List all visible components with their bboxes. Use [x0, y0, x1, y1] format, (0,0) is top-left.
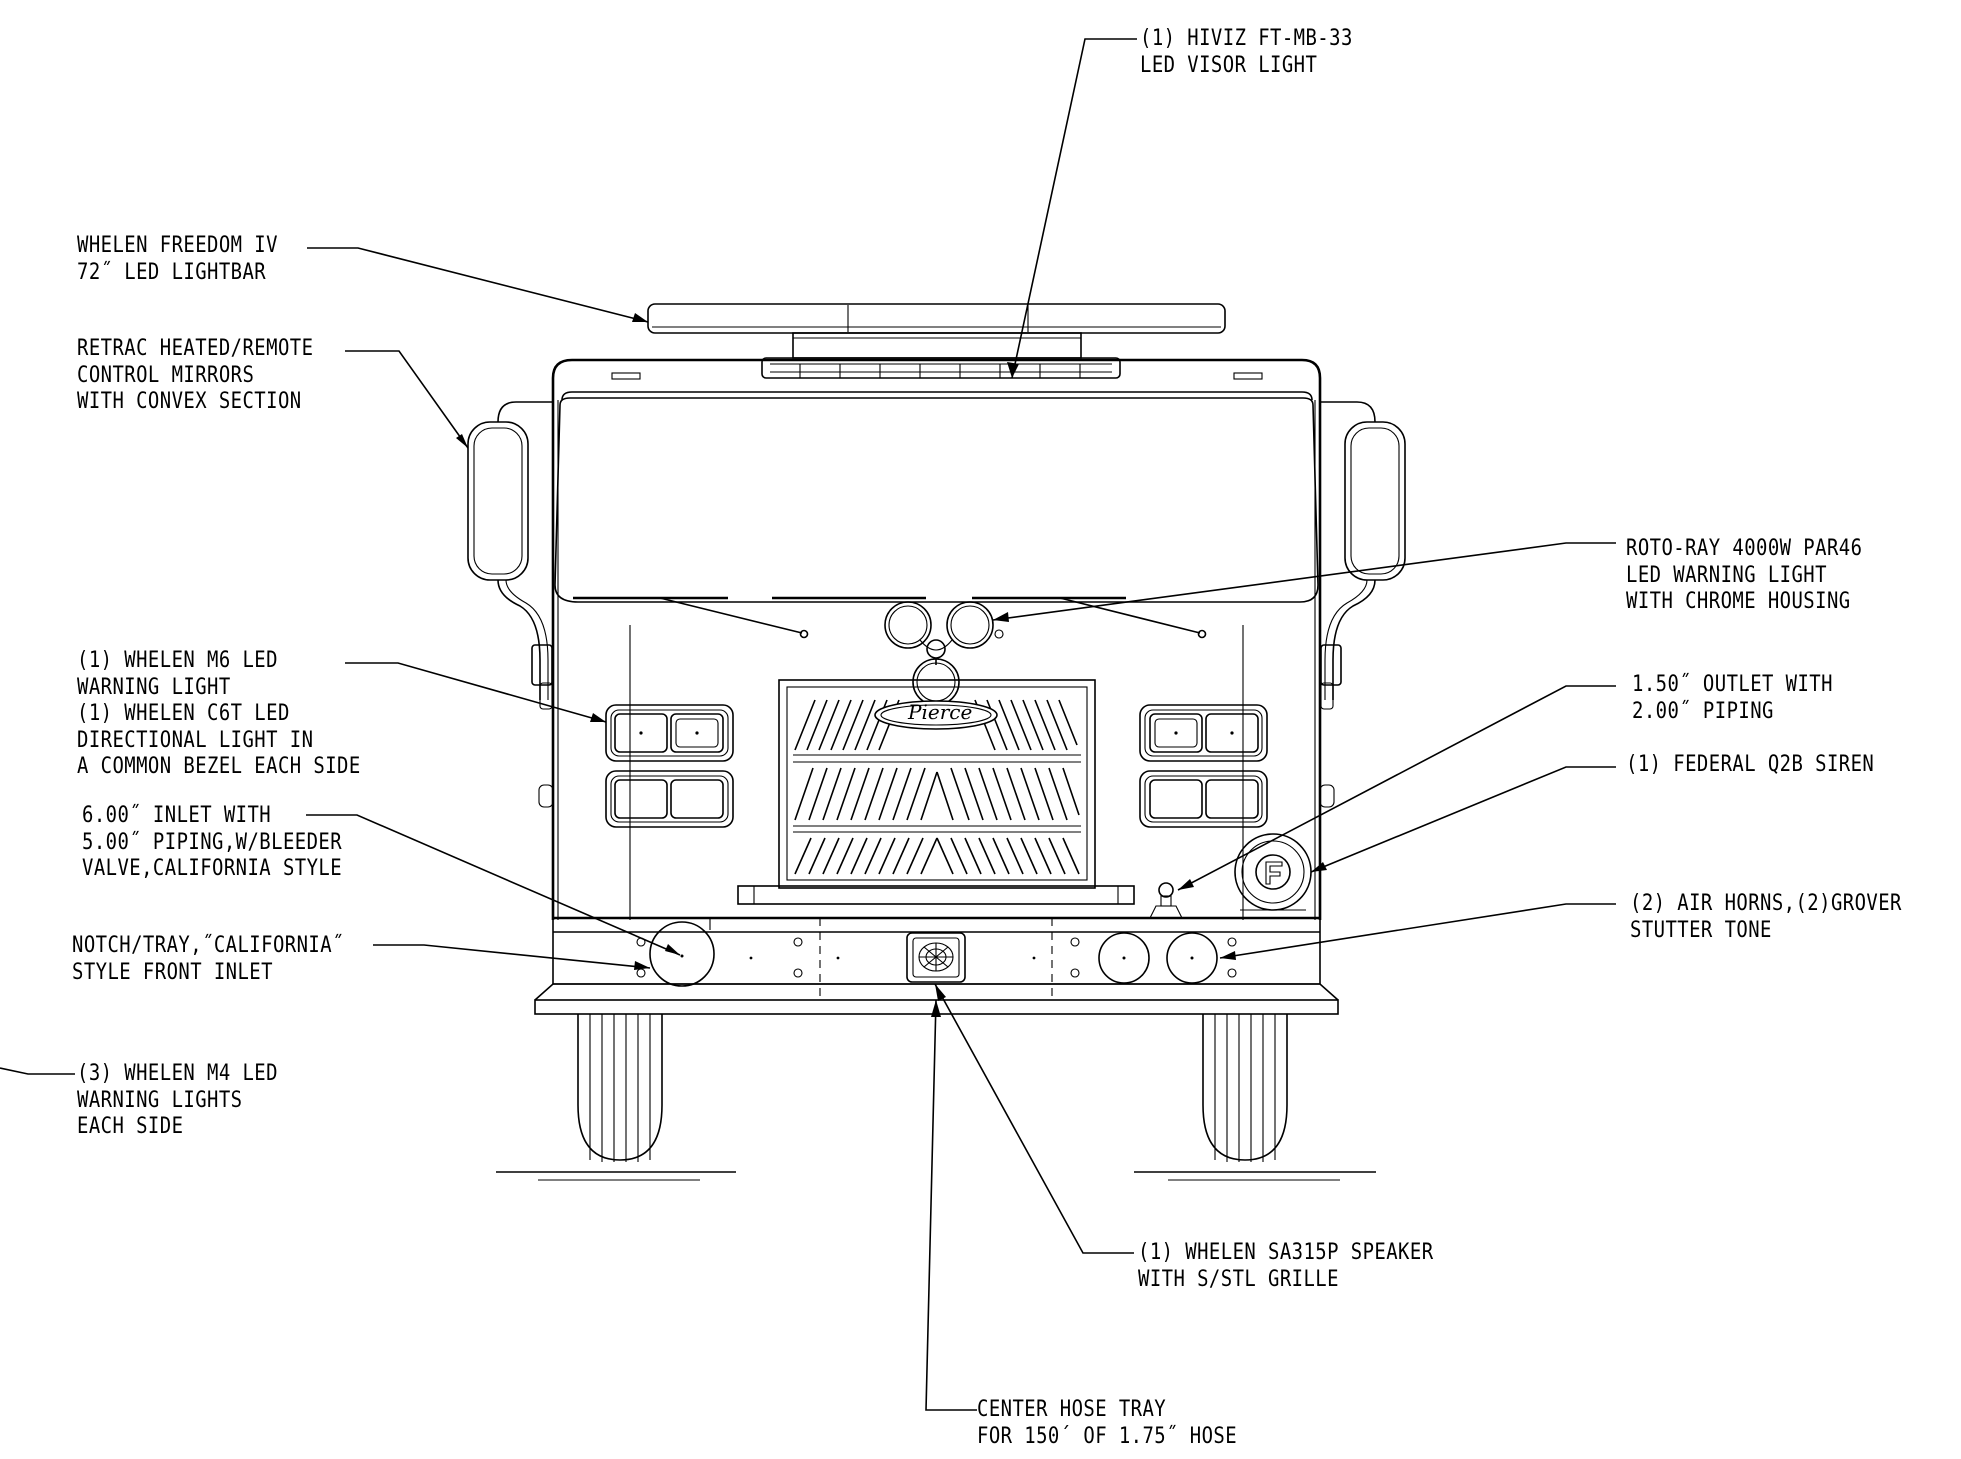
left-tire — [496, 1014, 736, 1181]
right-tire — [1134, 1014, 1376, 1181]
callout-mirrors: RETRAC HEATED/REMOTE CONTROL MIRRORS WIT… — [77, 336, 314, 414]
leader-inlet — [306, 814, 681, 956]
leader-air-horns — [1219, 903, 1616, 959]
callout-air-horns: (2) AIR HORNS,(2)GROVER STUTTER TONE — [1630, 891, 1902, 943]
callout-roto-ray: ROTO-RAY 4000W PAR46 LED WARNING LIGHT W… — [1626, 536, 1863, 614]
leader-notch-tray — [373, 944, 651, 969]
front-inlet — [649, 917, 715, 987]
callout-siren: (1) FEDERAL Q2B SIREN — [1626, 752, 1875, 777]
callout-visor-light: (1) HIVIZ FT-MB-33 LED VISOR LIGHT — [1140, 26, 1353, 78]
leader-mirrors — [345, 350, 469, 449]
speaker — [906, 932, 966, 983]
right-lower-bezel — [1139, 770, 1268, 828]
callout-inlet: 6.00˝ INLET WITH 5.00˝ PIPING,W/BLEEDER … — [82, 803, 343, 881]
callout-hose-tray: CENTER HOSE TRAY FOR 150´ OF 1.75˝ HOSE — [977, 1397, 1238, 1449]
callout-speaker: (1) WHELEN SA315P SPEAKER WITH S/STL GRI… — [1138, 1240, 1434, 1292]
right-warning-light-bezel — [1139, 704, 1268, 762]
windshield — [554, 397, 1319, 639]
leader-m4-lights — [0, 1067, 75, 1075]
callout-m4-lights: (3) WHELEN M4 LED WARNING LIGHTS EACH SI… — [77, 1061, 278, 1139]
left-lower-bezel — [605, 770, 734, 828]
lightbar — [647, 303, 1226, 359]
leader-roto-ray — [992, 542, 1616, 621]
callout-outlet: 1.50˝ OUTLET WITH 2.00˝ PIPING — [1632, 672, 1833, 724]
leader-m6-light — [345, 662, 607, 723]
outlet — [1149, 882, 1183, 919]
leader-hose-tray — [925, 999, 977, 1411]
leader-speaker — [934, 983, 1134, 1254]
visor-light — [761, 357, 1121, 379]
leader-siren — [1310, 766, 1616, 873]
left-mirror — [467, 401, 553, 710]
grille-logo: Pierce — [908, 700, 973, 724]
leader-visor-light — [1011, 38, 1137, 379]
callout-m6-light: (1) WHELEN M6 LED WARNING LIGHT (1) WHEL… — [77, 648, 361, 779]
leader-outlet — [1177, 685, 1616, 891]
front-grille — [778, 679, 1096, 889]
right-mirror — [1320, 401, 1406, 710]
roto-ray-light — [884, 601, 1004, 706]
callout-lightbar: WHELEN FREEDOM IV 72˝ LED LIGHTBAR — [77, 233, 278, 285]
leader-lines — [0, 38, 1616, 1411]
callout-notch-tray: NOTCH/TRAY,˝CALIFORNIA˝ STYLE FRONT INLE… — [72, 933, 344, 985]
left-warning-light-bezel — [605, 704, 734, 762]
front-bumper — [534, 885, 1339, 1015]
air-horns — [1098, 932, 1218, 984]
siren — [1234, 833, 1312, 911]
leader-lightbar — [307, 247, 649, 323]
